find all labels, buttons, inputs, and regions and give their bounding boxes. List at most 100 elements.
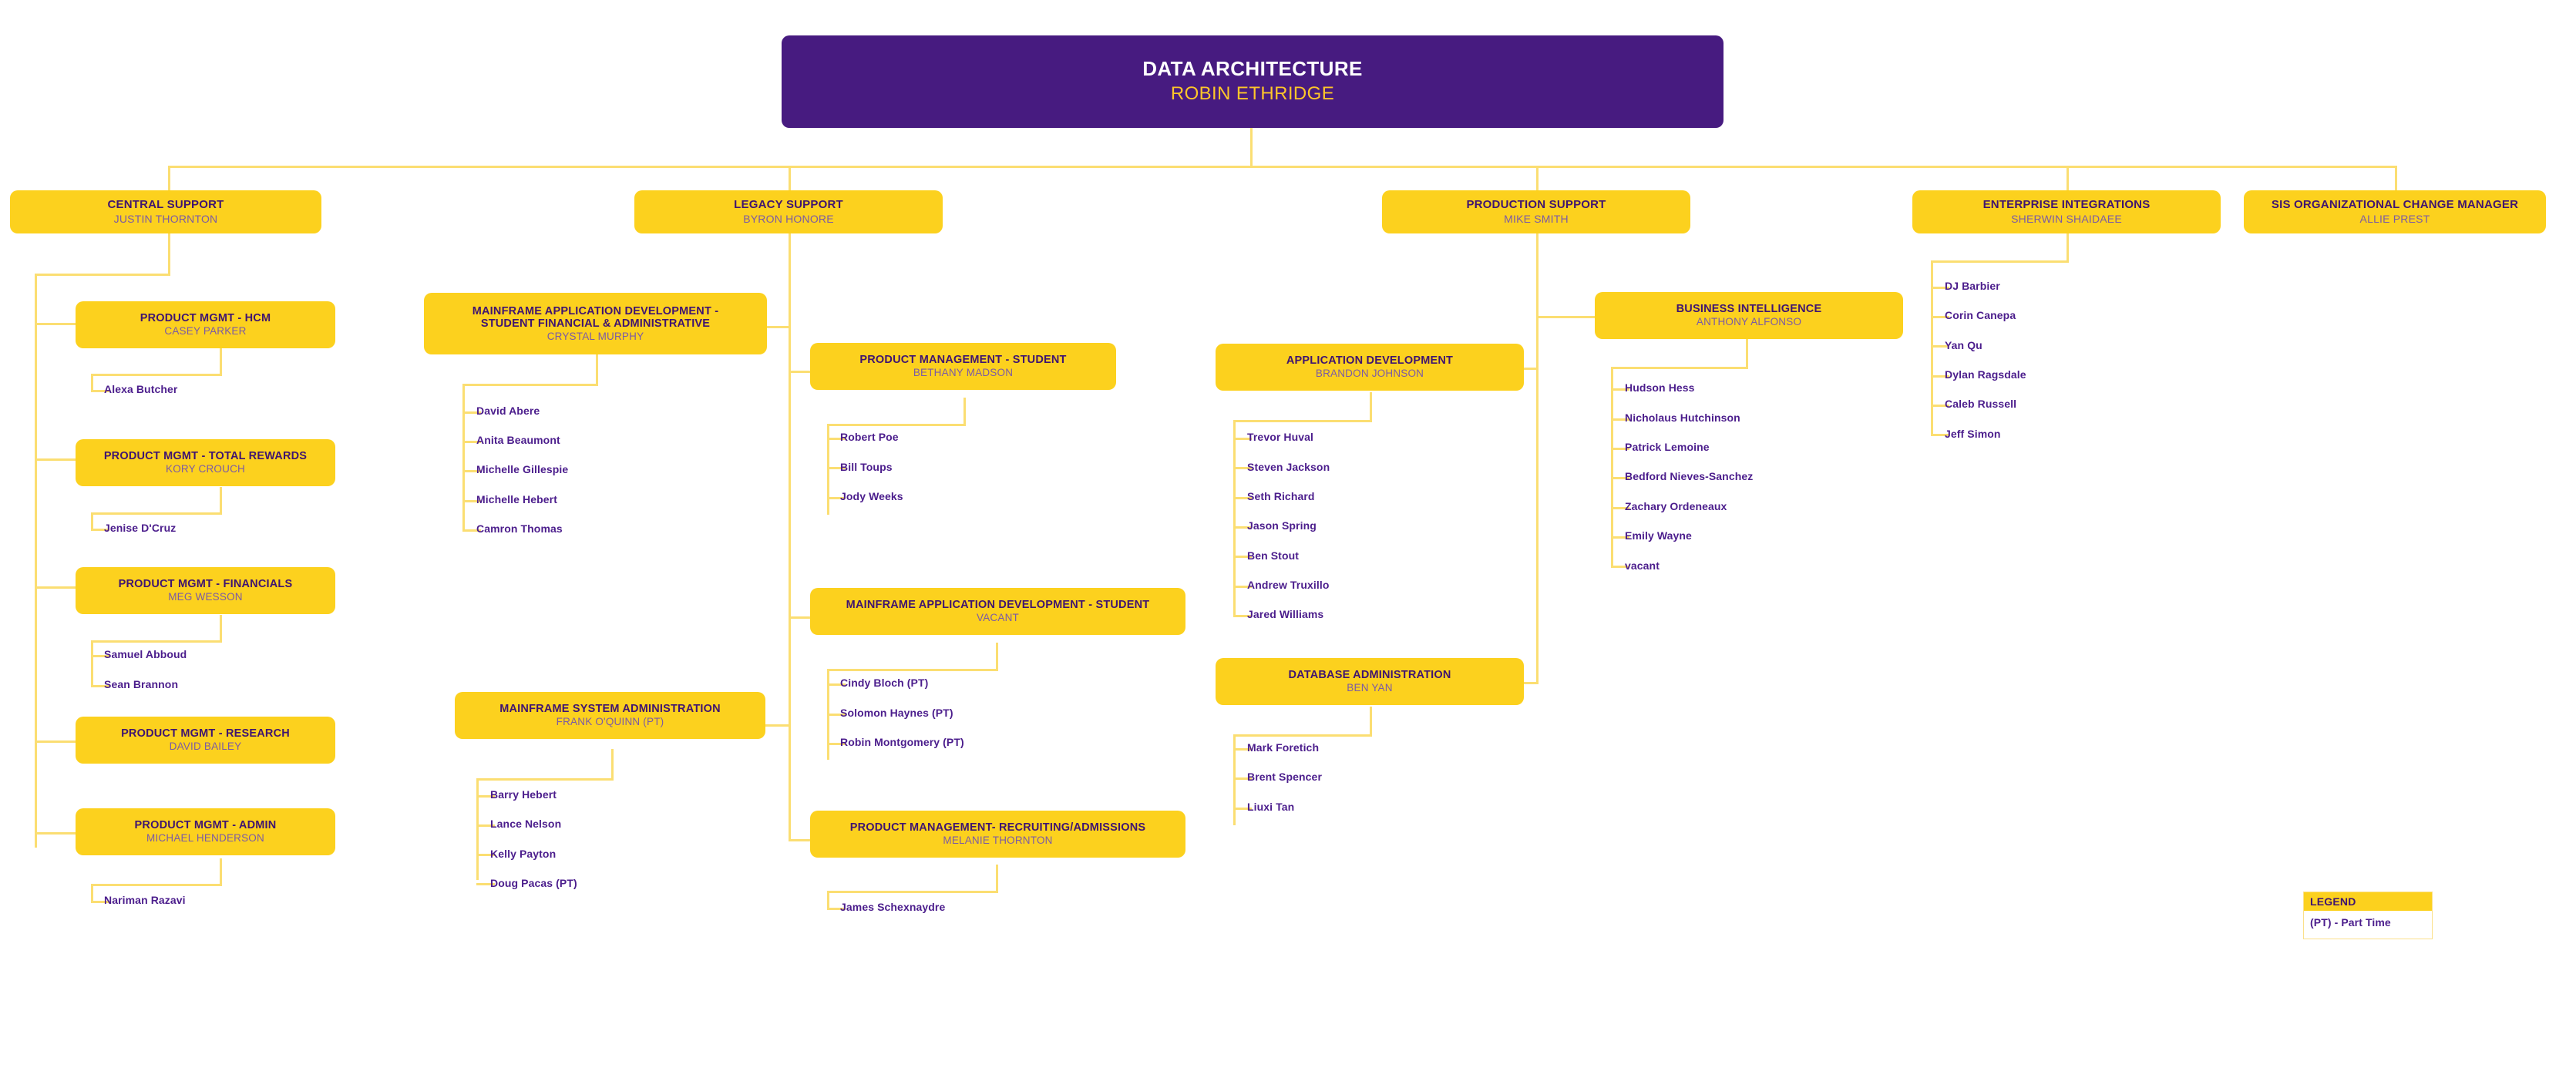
node-data-architecture[interactable]: DATA ARCHITECTURE ROBIN ETHRIDGE (782, 35, 1723, 128)
node-subtitle: CASEY PARKER (164, 325, 247, 338)
leaf-person: Cindy Bloch (PT) (840, 677, 929, 689)
leaf-person: Steven Jackson (1247, 461, 1330, 473)
node-product-mgmt-research[interactable]: PRODUCT MGMT - RESEARCH DAVID BAILEY (76, 717, 335, 764)
node-subtitle: MELANIE THORNTON (943, 835, 1053, 847)
leaf-person: Jenise D'Cruz (104, 522, 177, 534)
node-product-mgmt-total-rewards[interactable]: PRODUCT MGMT - TOTAL REWARDS KORY CROUCH (76, 439, 335, 486)
connector-mfstu-stem (996, 643, 998, 670)
connector-appdev-leaf-3 (1233, 526, 1252, 529)
node-mainframe-app-dev-student-financial-administrative[interactable]: MAINFRAME APPLICATION DEVELOPMENT - STUD… (424, 293, 767, 354)
leaf-person: Solomon Haynes (PT) (840, 707, 953, 719)
connector-dba-leaf-1 (1233, 777, 1252, 780)
node-product-mgmt-admin[interactable]: PRODUCT MGMT - ADMIN MICHAEL HENDERSON (76, 808, 335, 855)
connector-legacy-branch-mfsys (765, 724, 790, 727)
node-product-mgmt-financials[interactable]: PRODUCT MGMT - FINANCIALS MEG WESSON (76, 567, 335, 614)
node-subtitle: VACANT (977, 612, 1019, 624)
node-database-administration[interactable]: DATABASE ADMINISTRATION BEN YAN (1216, 658, 1524, 705)
leaf-person: David Abere (476, 405, 540, 417)
connector-appdev-leaf-4 (1233, 556, 1252, 558)
node-mainframe-system-administration[interactable]: MAINFRAME SYSTEM ADMINISTRATION FRANK O'… (455, 692, 765, 739)
connector-bi-leaf-2 (1611, 448, 1629, 450)
connector-appdev-leaf-0 (1233, 438, 1252, 440)
leaf-person: Trevor Huval (1247, 431, 1314, 443)
node-subtitle: BRANDON JOHNSON (1315, 368, 1424, 380)
node-product-mgmt-hcm[interactable]: PRODUCT MGMT - HCM CASEY PARKER (76, 301, 335, 348)
leaf-person: Seth Richard (1247, 490, 1315, 502)
connector-legacy-branch-mfsfa (765, 326, 790, 328)
connector-mfsys-stem (611, 749, 614, 780)
leaf-person: Brent Spencer (1247, 771, 1322, 783)
connector-central-branch-admin (35, 832, 77, 835)
leaf-person: Robert Poe (840, 431, 899, 443)
connector-hcm-stem (220, 348, 222, 375)
connector-fin-leaf-1 (91, 685, 109, 687)
connector-mfstu-leaf-0 (827, 683, 846, 686)
connector-bi-leaf-0 (1611, 388, 1629, 391)
connector-central-branch-fin (35, 586, 77, 589)
node-product-management-recruiting-admissions[interactable]: PRODUCT MANAGEMENT- RECRUITING/ADMISSION… (810, 811, 1185, 858)
node-title: BUSINESS INTELLIGENCE (1676, 303, 1822, 316)
connector-mfstu-leaf-1 (827, 714, 846, 716)
connector-fin-spine (91, 640, 93, 687)
node-central-support[interactable]: CENTRAL SUPPORT JUSTIN THORNTON (10, 190, 321, 233)
connector-pmra-stem (996, 865, 998, 892)
connector-fin-elbow (91, 640, 222, 643)
node-product-management-student[interactable]: PRODUCT MANAGEMENT - STUDENT BETHANY MAD… (810, 343, 1116, 390)
connector-production-branch-bi (1536, 316, 1598, 318)
leaf-person: Jared Williams (1247, 608, 1324, 620)
node-mainframe-app-dev-student[interactable]: MAINFRAME APPLICATION DEVELOPMENT - STUD… (810, 588, 1185, 635)
connector-mfstu-elbow (827, 669, 998, 671)
leaf-person: Camron Thomas (476, 522, 563, 535)
connector-drop-legacy (789, 166, 791, 192)
leaf-person: Mark Foretich (1247, 741, 1320, 754)
node-title: ENTERPRISE INTEGRATIONS (1982, 198, 2151, 212)
legend-body: (PT) - Part Time (2310, 916, 2391, 929)
connector-appdev-elbow (1233, 420, 1372, 422)
node-legacy-support[interactable]: LEGACY SUPPORT BYRON HONORE (634, 190, 943, 233)
connector-drop-central (168, 166, 170, 192)
node-title: SIS ORGANIZATIONAL CHANGE MANAGER (2271, 198, 2519, 212)
node-production-support[interactable]: PRODUCTION SUPPORT MIKE SMITH (1382, 190, 1690, 233)
connector-mfsfa-leaf-4 (462, 529, 481, 532)
connector-pms-leaf-1 (827, 467, 846, 469)
connector-ei-leaf-2 (1931, 345, 1949, 348)
node-subtitle: CRYSTAL MURPHY (546, 330, 644, 342)
connector-mfsys-leaf-2 (476, 854, 495, 856)
leaf-person: Jody Weeks (840, 490, 903, 502)
connector-central-spine (35, 274, 37, 848)
connector-bi-leaf-5 (1611, 536, 1629, 539)
connector-appdev-leaf-2 (1233, 497, 1252, 499)
root-subtitle: ROBIN ETHRIDGE (1170, 83, 1335, 105)
connector-ei-leaf-4 (1931, 405, 1949, 407)
connector-bi-elbow (1611, 367, 1748, 369)
connector-mfsfa-leaf-3 (462, 500, 481, 502)
node-subtitle: MICHAEL HENDERSON (146, 832, 264, 845)
node-application-development[interactable]: APPLICATION DEVELOPMENT BRANDON JOHNSON (1216, 344, 1524, 391)
leaf-person: Doug Pacas (PT) (490, 877, 577, 889)
node-subtitle: MEG WESSON (168, 591, 243, 603)
node-enterprise-integrations[interactable]: ENTERPRISE INTEGRATIONS SHERWIN SHAIDAEE (1912, 190, 2221, 233)
connector-ei-stem (2067, 233, 2069, 262)
node-title: PRODUCT MGMT - HCM (140, 312, 271, 325)
connector-fin-stem (220, 615, 222, 642)
node-business-intelligence[interactable]: BUSINESS INTELLIGENCE ANTHONY ALFONSO (1595, 292, 1903, 339)
connector-admin-leaf-0 (91, 901, 109, 903)
leaf-person: Sean Brannon (104, 678, 179, 690)
leaf-person: Dylan Ragsdale (1945, 368, 2026, 381)
leaf-person: Robin Montgomery (PT) (840, 736, 964, 748)
connector-production-branch-dba (1512, 682, 1538, 684)
connector-bi-spine (1611, 367, 1613, 567)
leaf-person: Liuxi Tan (1247, 801, 1295, 813)
connector-pms-leaf-2 (827, 497, 846, 499)
connector-bi-stem (1746, 339, 1748, 368)
node-title-line1: MAINFRAME APPLICATION DEVELOPMENT - (472, 304, 719, 317)
connector-bi-leaf-3 (1611, 477, 1629, 479)
node-subtitle: SHERWIN SHAIDAEE (2011, 212, 2122, 225)
connector-mfstu-leaf-2 (827, 743, 846, 745)
node-sis-organizational-change-manager[interactable]: SIS ORGANIZATIONAL CHANGE MANAGER ALLIE … (2244, 190, 2546, 233)
node-title: PRODUCT MGMT - FINANCIALS (118, 578, 293, 591)
connector-mfsys-spine (476, 778, 479, 880)
connector-pms-spine (827, 424, 829, 515)
connector-appdev-leaf-1 (1233, 467, 1252, 469)
